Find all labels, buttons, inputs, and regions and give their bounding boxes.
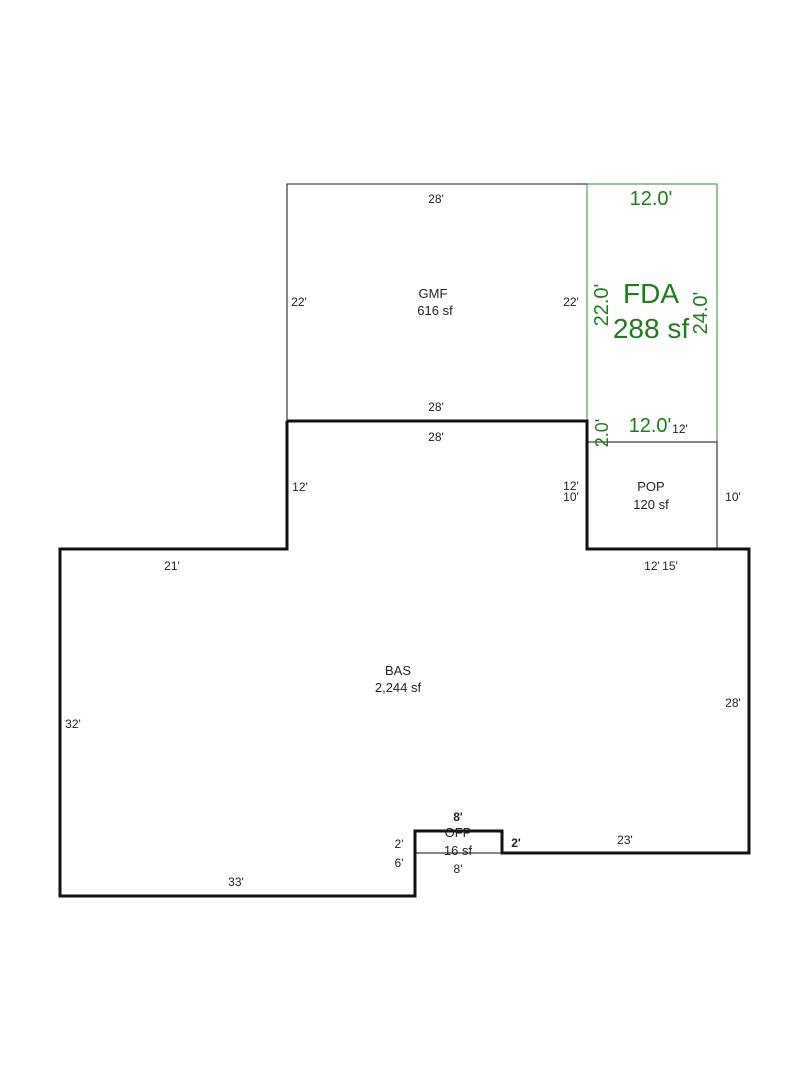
fda-bottom-dimension: 12.0' — [629, 415, 672, 437]
bas-area-outline — [58, 419, 751, 898]
fda-right-dimension: 24.0' — [690, 292, 712, 335]
fda-small-bottom-dimension: 12' — [672, 422, 688, 436]
fda-top-dimension: 12.0' — [630, 188, 673, 210]
ofp-name: OFP — [445, 825, 472, 840]
gmf-top-dimension: 28' — [428, 192, 444, 206]
pop-size: 120 sf — [633, 497, 669, 512]
gmf-left-dimension: 22' — [291, 295, 307, 309]
gmf-right-dimension: 22' — [563, 295, 579, 309]
gmf-name: GMF — [419, 286, 448, 301]
ofp-size: 16 sf — [444, 843, 473, 858]
ofp-top-dimension: 8' — [453, 810, 463, 824]
pop-bottom-dimension-a: 12' — [644, 559, 660, 573]
bas-upper-right-dimension-b: 10' — [563, 490, 579, 504]
bas-left-top-dimension: 21' — [164, 559, 180, 573]
pop-area-outline — [587, 441, 718, 549]
bas-upper-right-dimension-a: 12' — [563, 479, 579, 493]
bas-right-dimension: 28' — [725, 696, 741, 710]
fda-left-dimension: 22.0' — [591, 284, 613, 327]
fda-size: 288 sf — [613, 313, 689, 344]
ofp-bottom-dimension: 8' — [454, 862, 463, 876]
ofp-right-dimension: 2' — [511, 836, 521, 850]
pop-bottom-dimension-b: 15' — [662, 559, 678, 573]
bas-name: BAS — [385, 663, 411, 678]
ofp-left-dimension-a: 2' — [395, 837, 404, 851]
gmf-bottom-dimension: 28' — [428, 400, 444, 414]
bas-top-dimension: 28' — [428, 430, 444, 444]
bas-bottom-right-dimension: 23' — [617, 833, 633, 847]
pop-right-dimension: 10' — [725, 490, 741, 504]
fda-small-left-dimension: 2.0' — [592, 419, 612, 447]
gmf-size: 616 sf — [417, 303, 453, 318]
fda-name: FDA — [623, 278, 679, 309]
bas-bottom-left-dimension: 33' — [228, 875, 244, 889]
bas-size: 2,244 sf — [375, 680, 422, 695]
bas-upper-left-dimension: 12' — [292, 480, 308, 494]
pop-name: POP — [637, 479, 664, 494]
ofp-left-dimension-b: 6' — [395, 856, 404, 870]
bas-left-dimension: 32' — [65, 717, 81, 731]
